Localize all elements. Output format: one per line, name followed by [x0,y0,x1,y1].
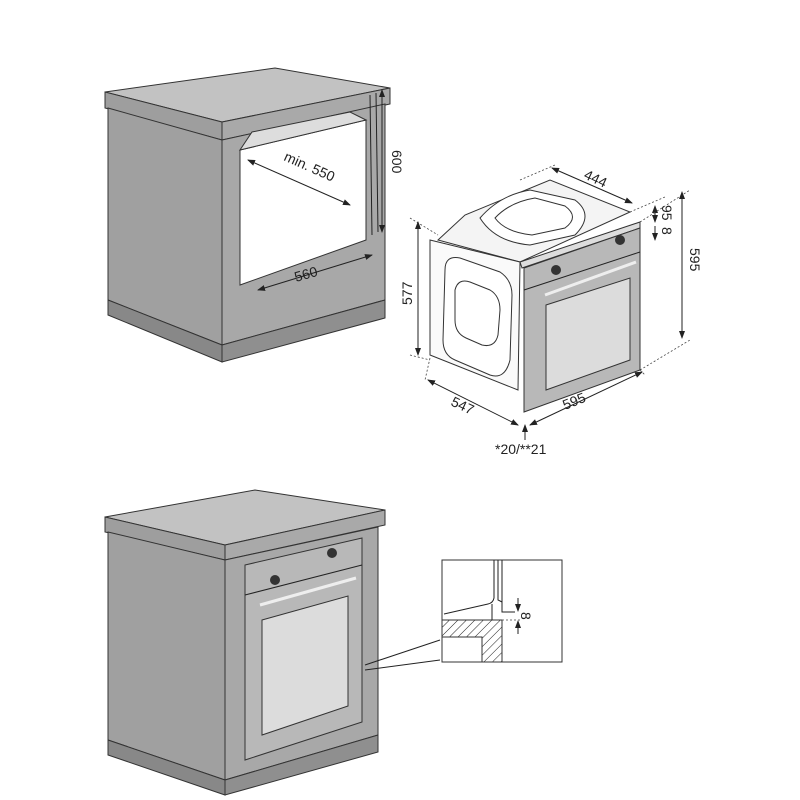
height-label: 600 [389,150,405,174]
oven-knob-icon [615,235,625,245]
panel-top-label: 95 [659,205,675,221]
installed-oven-cabinet [104,489,386,796]
front-thickness-label: *20/**21 [495,441,547,457]
gap-detail-inset [441,559,563,663]
oven-knob-icon [551,265,561,275]
oven-knob-icon [270,575,280,585]
oven-knob-icon [327,548,337,558]
oven-top-depth-line [551,167,633,204]
oven-top-depth-label: 444 [582,166,610,190]
detail-gap-label: 8 [518,612,534,620]
width-label: 560 [292,263,319,285]
depth-dimension-line [247,159,351,206]
oven-body-height-label: 577 [399,281,415,305]
oven-isometric [429,179,641,413]
width-dimension-line [257,254,373,291]
panel-gap-label: 8 [659,227,675,235]
empty-cabinet [104,67,391,363]
oven-front-height-label: 595 [687,248,703,272]
oven-body-depth-label: 547 [449,393,477,417]
